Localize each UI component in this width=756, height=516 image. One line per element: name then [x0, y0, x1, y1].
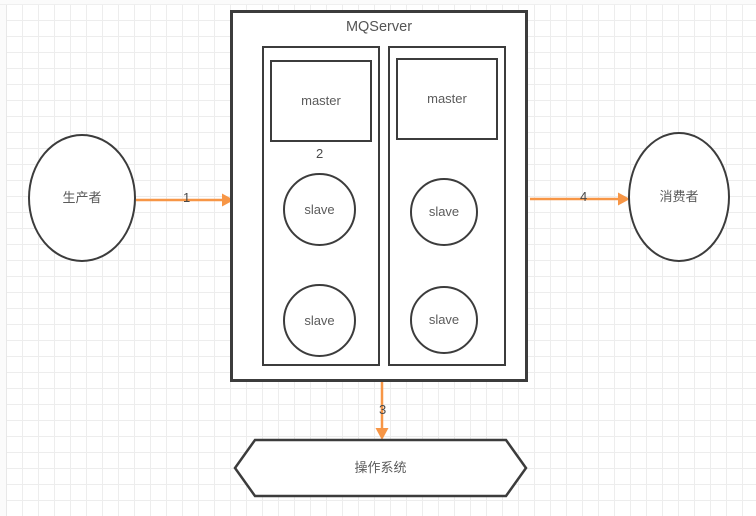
slave-right-bottom-label: slave [428, 312, 460, 328]
slave-left-top-label: slave [304, 201, 335, 217]
node-operating-system[interactable]: 操作系统 [233, 438, 528, 498]
node-slave-left-bottom[interactable]: slave [283, 284, 356, 357]
edge-label-3: 3 [379, 402, 387, 417]
master-right-label: master [427, 91, 467, 107]
node-slave-right-bottom[interactable]: slave [410, 286, 478, 354]
node-slave-left-top[interactable]: slave [283, 173, 356, 246]
producer-label: 生产者 [62, 190, 102, 206]
edge-label-1: 1 [183, 190, 191, 205]
edge-producer-to-mqserver[interactable] [136, 190, 234, 210]
operating-system-label: 操作系统 [354, 460, 407, 476]
node-master-right[interactable]: master [396, 58, 498, 140]
consumer-label: 消费者 [659, 189, 699, 205]
node-producer[interactable]: 生产者 [28, 134, 136, 262]
edge-label-4: 4 [580, 189, 588, 204]
node-consumer[interactable]: 消费者 [628, 132, 730, 262]
mqserver-title: MQServer [345, 19, 413, 35]
node-master-left[interactable]: master [270, 60, 372, 142]
slave-right-top-label: slave [428, 204, 460, 220]
edge-mqserver-to-os[interactable] [372, 382, 392, 440]
edge-label-2: 2 [316, 146, 324, 161]
edge-mqserver-to-consumer[interactable] [530, 189, 630, 209]
slave-left-bottom-label: slave [304, 312, 335, 328]
master-left-label: master [301, 93, 341, 109]
node-slave-right-top[interactable]: slave [410, 178, 478, 246]
